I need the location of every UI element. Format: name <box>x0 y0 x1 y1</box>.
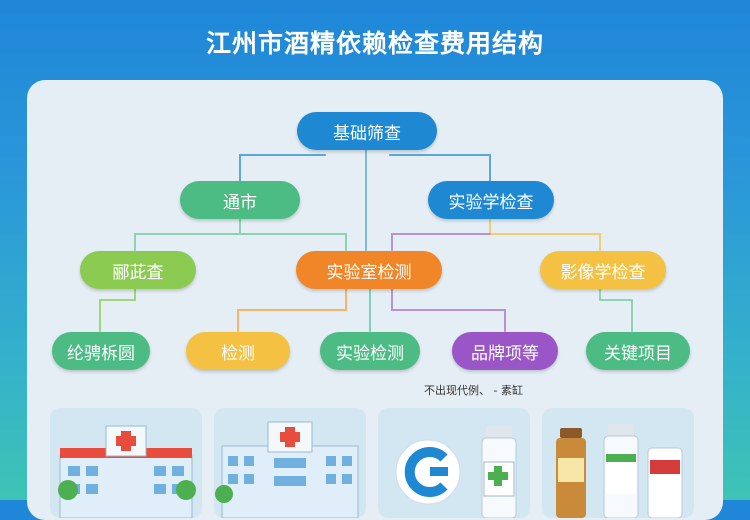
connector-l3left-l4 <box>99 288 136 332</box>
node-l3-left: 郦茈査 <box>80 251 196 289</box>
node-l4-3: 实验检测 <box>320 332 420 370</box>
connector-left-center <box>239 233 347 251</box>
medicine-logo-illustration <box>395 426 517 518</box>
connector-l3right-l4 <box>599 288 633 332</box>
connector-root-right <box>389 154 491 182</box>
node-l3-center: 实验室检测 <box>296 251 442 289</box>
node-l2-right: 实验学检查 <box>428 181 554 219</box>
connector-center-l4-4 <box>391 288 506 332</box>
hospital-card-2 <box>214 408 366 518</box>
logo-card <box>378 408 530 518</box>
connector-lines <box>99 149 633 332</box>
node-l2-left: 通市 <box>180 181 300 219</box>
node-l4-2: 检测 <box>186 332 290 370</box>
connector-center-l4-2 <box>237 288 347 332</box>
node-root: 基础筛查 <box>297 112 437 150</box>
connector-root-left <box>239 154 326 182</box>
connector-right-center <box>391 233 491 251</box>
connector-right-l3 <box>489 218 601 251</box>
connector-left-l3 <box>134 218 241 251</box>
node-l4-5: 关键项目 <box>586 332 690 370</box>
medicine-bottles-illustration <box>556 424 683 518</box>
node-l3-right: 影像学检查 <box>540 251 666 289</box>
diagram-title: 江州市酒精依赖检查费用结构 <box>205 29 544 58</box>
hospital-card-1 <box>50 408 202 518</box>
hospital-illustration <box>58 425 196 518</box>
node-l4-4: 品牌项等 <box>452 332 558 370</box>
footnote-text: 不出现代例、 - 素缸 <box>424 384 523 397</box>
bottles-card <box>542 408 694 518</box>
node-l4-1: 纶骋柝圆 <box>52 332 150 370</box>
hospital-illustration <box>215 421 359 518</box>
